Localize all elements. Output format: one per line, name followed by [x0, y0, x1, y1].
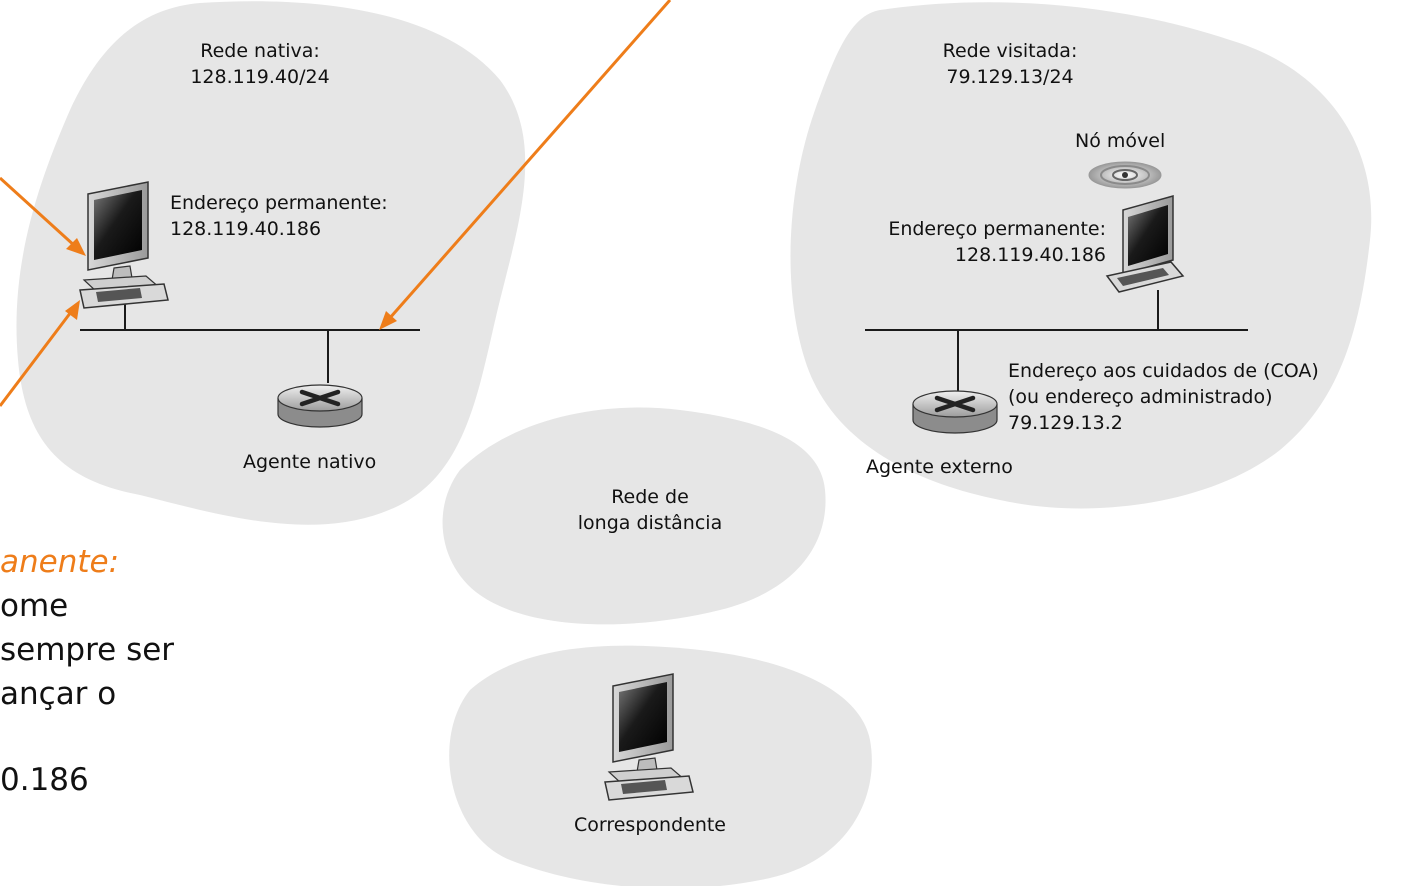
home-agent-label: Agente nativo — [243, 451, 377, 473]
foreign-agent-label: Agente externo — [866, 456, 1013, 478]
wireless-signal-icon — [1088, 161, 1162, 189]
care-of-address-label: Endereço aos cuidados de (COA) (ou ender… — [1008, 358, 1319, 436]
arrow-to-home-lan — [387, 0, 672, 320]
home-host-address-value: 128.119.40.186 — [170, 218, 322, 240]
wan-cloud — [442, 407, 826, 625]
side-text: anente: ome sempre ser ançar o 0.186 — [0, 540, 174, 802]
home-agent-router-icon — [278, 385, 362, 427]
home-host-address-label: Endereço permanente: 128.119.40.186 — [170, 190, 388, 242]
home-host-address-caption: Endereço permanente: — [170, 192, 388, 214]
side-text-line5: 0.186 — [0, 762, 89, 798]
visited-host-address-value: 128.119.40.186 — [954, 244, 1106, 266]
visited-network-subnet: 79.129.13/24 — [946, 66, 1074, 88]
side-text-line3: sempre ser — [0, 632, 175, 668]
wan-label-line2: longa distância — [577, 512, 723, 534]
side-text-line1: anente: — [0, 544, 120, 580]
mobile-node-label: Nó móvel — [1075, 130, 1166, 152]
visited-network-title: Rede visitada: 79.129.13/24 — [905, 38, 1115, 90]
visited-host-address-caption: Endereço permanente: — [888, 218, 1106, 240]
home-network-title: Rede nativa: 128.119.40/24 — [160, 38, 360, 90]
arrow-to-home-host-keyboard — [0, 311, 73, 407]
care-of-address-value: 79.129.13.2 — [1008, 412, 1123, 434]
home-network-cloud — [16, 1, 526, 525]
wan-label-line1: Rede de — [611, 486, 689, 508]
correspondent-label: Correspondente — [573, 814, 726, 836]
side-text-line2: ome — [0, 588, 69, 624]
visited-host-address-label: Endereço permanente: 128.119.40.186 — [836, 216, 1106, 268]
visited-network-title-line1: Rede visitada: — [942, 40, 1078, 62]
arrowhead-home-host-keyboard — [65, 300, 80, 320]
arrowhead-home-lan — [379, 311, 397, 330]
arrow-to-home-host-screen — [0, 176, 78, 249]
care-of-address-note: (ou endereço administrado) — [1008, 386, 1273, 408]
foreign-agent-router-icon — [913, 391, 997, 433]
care-of-address-caption: Endereço aos cuidados de (COA) — [1008, 360, 1319, 382]
side-text-line4: ançar o — [0, 676, 117, 712]
wan-label: Rede de longa distância — [530, 484, 770, 536]
correspondent-cloud — [449, 645, 872, 886]
home-network-title-line1: Rede nativa: — [200, 40, 320, 62]
home-network-subnet: 128.119.40/24 — [190, 66, 330, 88]
arrowhead-home-host-screen — [66, 238, 86, 256]
visited-network-cloud — [790, 2, 1372, 509]
annotation-arrows — [0, 0, 672, 407]
